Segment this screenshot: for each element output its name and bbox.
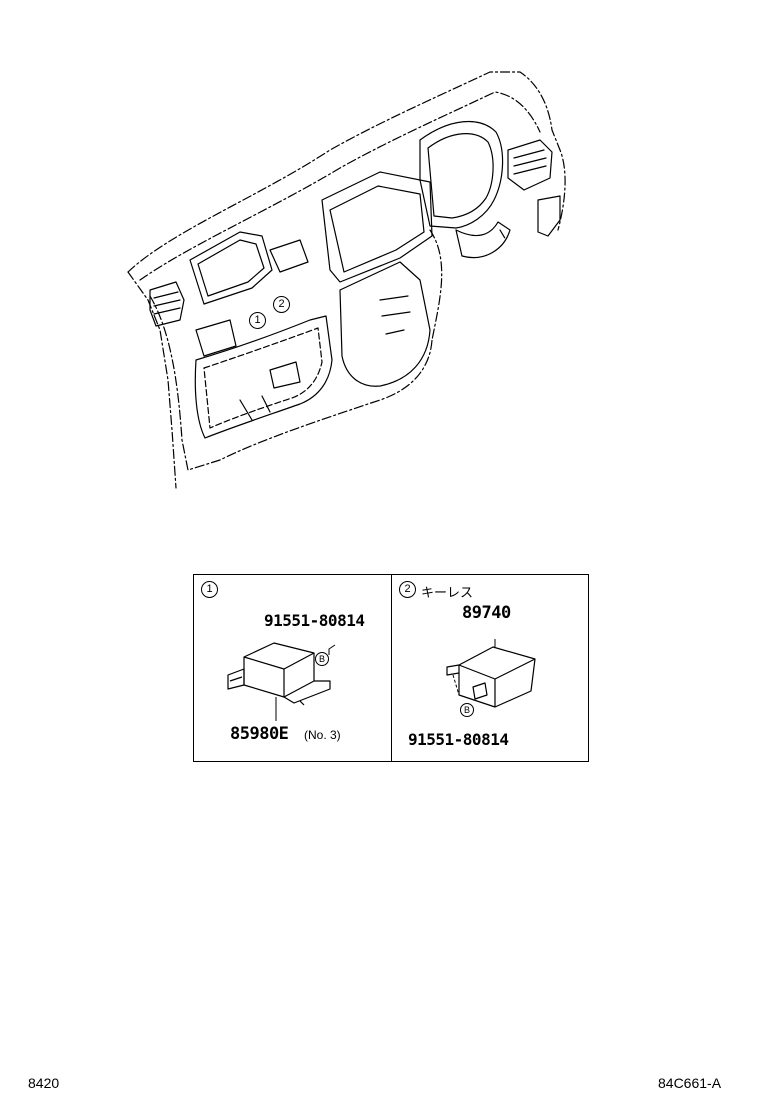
right-vent xyxy=(507,139,553,191)
dash-left-edge xyxy=(127,271,177,489)
steering-column-cutout xyxy=(455,221,511,259)
callout-2: 2 xyxy=(273,296,290,313)
left-vent-fins xyxy=(153,291,181,315)
left-bolt-mark: B xyxy=(315,652,329,666)
left-bolt-part-number: 91551-80814 xyxy=(264,611,365,630)
glovebox-inner xyxy=(203,327,323,429)
left-part-note: (No. 3) xyxy=(304,728,341,742)
footer-right-code: 84C661-A xyxy=(658,1075,722,1091)
right-vent-fins xyxy=(513,149,547,175)
center-left-vent xyxy=(269,239,309,273)
right-bracket xyxy=(537,195,561,237)
glovebox-outline xyxy=(194,315,333,439)
left-part-number: 85980E xyxy=(230,724,289,744)
dash-left-inner xyxy=(149,295,433,471)
center-console xyxy=(339,261,431,387)
knee-panel xyxy=(239,395,271,421)
lower-bracket xyxy=(195,319,301,389)
meter-hood-inner xyxy=(427,133,494,219)
keyless-receiver-drawing xyxy=(446,639,536,708)
right-title: キーレス xyxy=(421,586,474,601)
detail-box: 1 91551-80814 B 85980E (No. 3) 2 キーレス 89… xyxy=(193,574,589,762)
footer-left-code: 8420 xyxy=(28,1075,60,1091)
dash-right-lower xyxy=(429,229,507,341)
detail-divider xyxy=(391,575,392,761)
callout-1: 1 xyxy=(249,312,266,329)
right-bolt-mark: B xyxy=(460,703,474,717)
dash-top-inner xyxy=(139,91,541,281)
center-console-slots xyxy=(379,295,411,335)
right-part-number: 89740 xyxy=(462,603,511,623)
right-bolt-part-number: 91551-80814 xyxy=(408,730,509,749)
relay-85980E-drawing xyxy=(227,642,336,721)
center-stack-inner xyxy=(329,185,425,273)
upper-recess xyxy=(189,231,273,305)
detail-left-index: 1 xyxy=(201,581,218,598)
upper-recess-inner xyxy=(197,239,265,297)
center-stack xyxy=(321,171,433,283)
left-vent xyxy=(149,281,185,327)
dash-top-outline xyxy=(127,71,566,273)
meter-hood xyxy=(419,120,504,229)
instrument-panel-illustration xyxy=(127,71,566,489)
detail-right-index: 2 xyxy=(399,581,416,598)
